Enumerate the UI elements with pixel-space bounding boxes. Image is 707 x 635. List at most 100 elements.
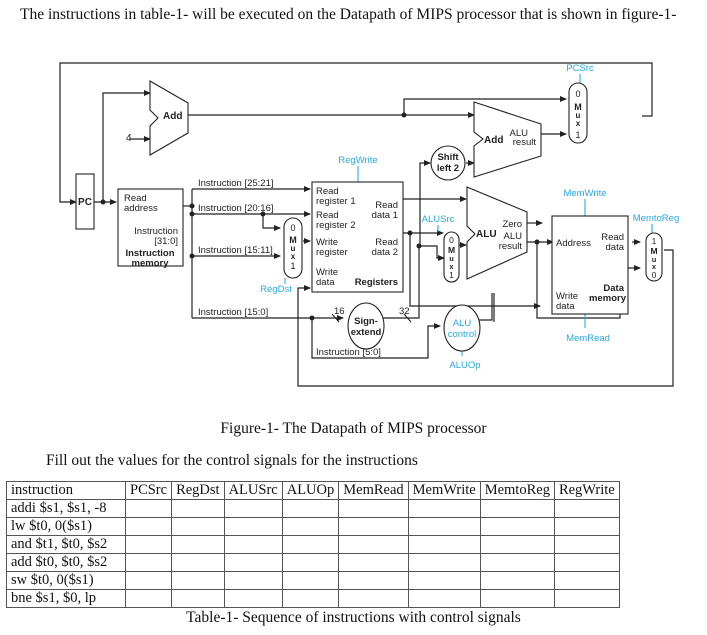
- signal-cell-memtoreg[interactable]: [479, 499, 555, 518]
- signal-cell-alusrc[interactable]: [223, 589, 283, 608]
- signal-cell-memread[interactable]: [338, 589, 409, 608]
- signal-cell-memtoreg[interactable]: [479, 589, 555, 608]
- signal-cell-memtoreg[interactable]: [479, 553, 555, 572]
- svg-text:M: M: [448, 245, 455, 255]
- signal-cell-memtoreg[interactable]: [479, 517, 555, 536]
- signal-cell-pcsrc[interactable]: [124, 589, 173, 608]
- regdst-mux: [283, 217, 303, 279]
- signal-cell-regwrite[interactable]: [553, 589, 620, 608]
- sign-extend: [347, 302, 385, 350]
- svg-text:u: u: [576, 111, 581, 120]
- svg-text:memory: memory: [589, 293, 627, 304]
- svg-text:control: control: [448, 329, 477, 340]
- svg-text:data: data: [606, 242, 625, 253]
- signal-cell-alusrc[interactable]: [223, 535, 283, 554]
- signal-cell-regwrite[interactable]: [553, 553, 620, 572]
- signal-cell-regwrite[interactable]: [553, 499, 620, 518]
- signal-cell-memread[interactable]: [338, 499, 409, 518]
- signal-cell-pcsrc[interactable]: [124, 553, 173, 572]
- signal-cell-alusrc[interactable]: [223, 553, 283, 572]
- signal-cell-memtoreg[interactable]: [479, 571, 555, 590]
- svg-text:Write: Write: [316, 237, 338, 248]
- signal-cell-pcsrc[interactable]: [124, 517, 173, 536]
- header-alusrc: ALUSrc: [223, 481, 283, 500]
- signal-cell-regwrite[interactable]: [553, 517, 620, 536]
- svg-text:1: 1: [575, 130, 580, 140]
- signal-cell-aluop[interactable]: [281, 571, 340, 590]
- svg-text:[31:0]: [31:0]: [154, 236, 178, 247]
- signal-cell-regdst[interactable]: [171, 535, 225, 554]
- signal-cell-regdst[interactable]: [171, 553, 225, 572]
- svg-text:0: 0: [290, 223, 295, 233]
- register-file: [311, 181, 404, 293]
- table-row: and $t1, $t0, $s2: [6, 535, 620, 554]
- svg-text:ALU: ALU: [453, 318, 472, 329]
- signal-cell-memwrite[interactable]: [407, 535, 481, 554]
- signal-cell-memread[interactable]: [338, 553, 409, 572]
- signal-cell-pcsrc[interactable]: [124, 499, 173, 518]
- instruction-cell: addi $s1, $s1, -8: [6, 499, 126, 518]
- svg-text:extend: extend: [351, 327, 382, 338]
- memtoreg-mux: [645, 232, 663, 282]
- wire-instr-5-0: [311, 318, 441, 359]
- signal-cell-memread[interactable]: [338, 517, 409, 536]
- constant-four: 4: [126, 133, 132, 144]
- signal-cell-memwrite[interactable]: [407, 589, 481, 608]
- branch-alu-label: ALU: [510, 128, 529, 139]
- signal-cell-memwrite[interactable]: [407, 571, 481, 590]
- instruction-cell: lw $t0, 0($s1): [6, 517, 126, 536]
- signal-cell-regwrite[interactable]: [553, 535, 620, 554]
- memwrite-signal: MemWrite: [563, 188, 606, 199]
- svg-text:Instruction: Instruction: [125, 248, 174, 259]
- header-memread: MemRead: [338, 481, 409, 500]
- svg-text:Read: Read: [375, 237, 398, 248]
- regdst-signal: RegDst: [260, 284, 292, 295]
- pc-adder: [149, 80, 189, 156]
- svg-text:1: 1: [652, 236, 657, 246]
- signal-cell-alusrc[interactable]: [223, 571, 283, 590]
- signal-cell-aluop[interactable]: [281, 589, 340, 608]
- header-aluop: ALUOp: [281, 481, 340, 500]
- signal-cell-aluop[interactable]: [281, 553, 340, 572]
- signal-cell-aluop[interactable]: [281, 517, 340, 536]
- signal-cell-regdst[interactable]: [171, 571, 225, 590]
- svg-text:Data: Data: [603, 283, 624, 294]
- svg-text:Registers: Registers: [355, 277, 398, 288]
- signal-cell-aluop[interactable]: [281, 499, 340, 518]
- signal-cell-memread[interactable]: [338, 535, 409, 554]
- svg-text:Sign-: Sign-: [354, 316, 378, 327]
- svg-text:Write: Write: [556, 291, 578, 302]
- signal-cell-regwrite[interactable]: [553, 571, 620, 590]
- signal-cell-memtoreg[interactable]: [479, 535, 555, 554]
- data-memory: [551, 215, 629, 315]
- signal-cell-alusrc[interactable]: [223, 499, 283, 518]
- signal-cell-memwrite[interactable]: [407, 499, 481, 518]
- svg-text:address: address: [124, 203, 158, 214]
- table-caption: Table-1- Sequence of instructions with c…: [186, 609, 521, 626]
- instruction-cell: and $t1, $t0, $s2: [6, 535, 126, 554]
- alusrc-signal: ALUSrc: [422, 214, 455, 225]
- control-signals-table: instruction PCSrc RegDst ALUSrc ALUOp Me…: [6, 481, 620, 608]
- svg-text:result: result: [499, 241, 523, 252]
- table-row: lw $t0, 0($s1): [6, 517, 620, 536]
- header-regwrite: RegWrite: [553, 481, 620, 500]
- signal-cell-pcsrc[interactable]: [124, 571, 173, 590]
- svg-text:1: 1: [449, 270, 454, 280]
- svg-text:Write: Write: [316, 267, 338, 278]
- signal-cell-regdst[interactable]: [171, 517, 225, 536]
- signal-cell-memwrite[interactable]: [407, 553, 481, 572]
- svg-text:Read: Read: [316, 210, 339, 221]
- shift-label-1: Shift: [437, 152, 459, 163]
- signal-cell-regdst[interactable]: [171, 499, 225, 518]
- signal-cell-memread[interactable]: [338, 571, 409, 590]
- datapath-diagram: PC 4 Add Add ALU result Shift left 2 0 M…: [59, 62, 679, 387]
- svg-text:0: 0: [575, 89, 580, 99]
- signal-cell-memwrite[interactable]: [407, 517, 481, 536]
- pc-register: [75, 173, 95, 230]
- signal-cell-pcsrc[interactable]: [124, 535, 173, 554]
- signal-cell-regdst[interactable]: [171, 589, 225, 608]
- header-instruction: instruction: [6, 481, 126, 500]
- svg-text:data 1: data 1: [372, 210, 398, 221]
- signal-cell-alusrc[interactable]: [223, 517, 283, 536]
- signal-cell-aluop[interactable]: [281, 535, 340, 554]
